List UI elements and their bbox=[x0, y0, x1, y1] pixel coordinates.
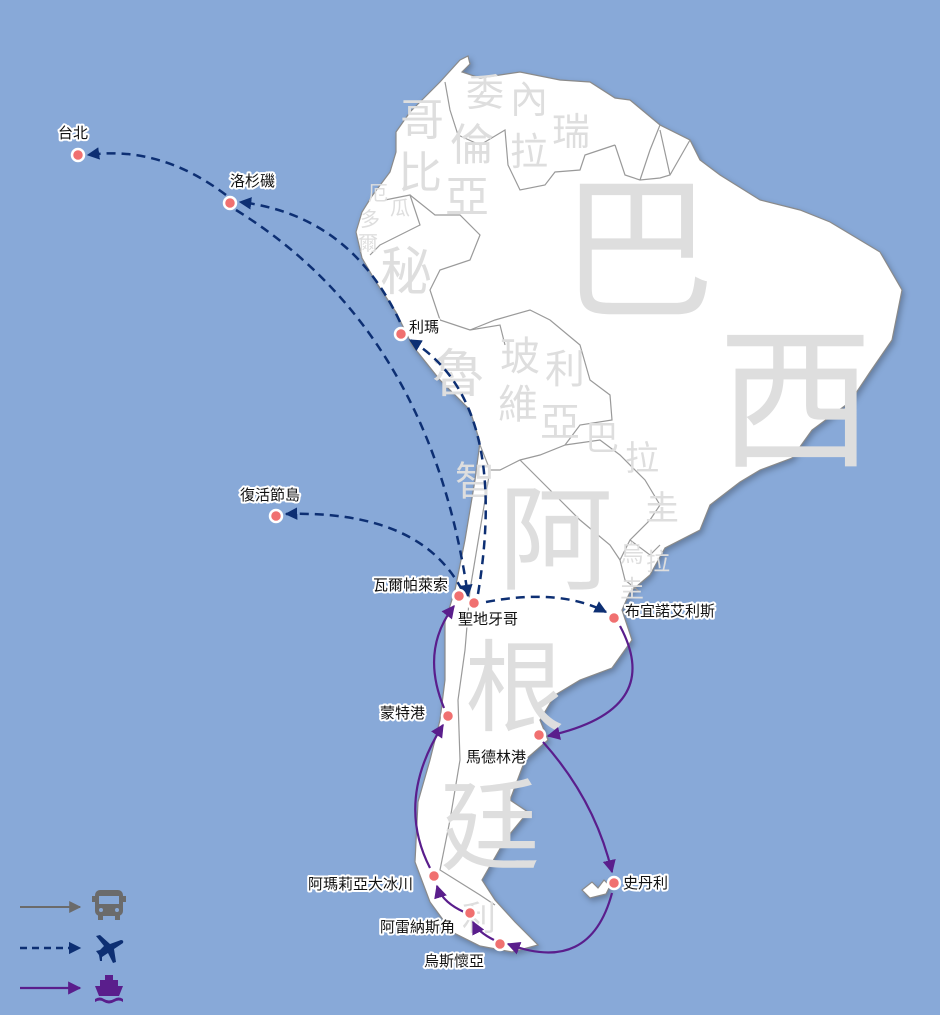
city-marker bbox=[606, 875, 622, 891]
route-ship-punta-arenas-glacier bbox=[434, 884, 465, 914]
city-ushuaia[interactable]: 烏斯懷亞 bbox=[422, 936, 508, 972]
city-label: 史丹利 bbox=[623, 874, 668, 892]
country-ecuador-char: 瓜 bbox=[390, 196, 410, 220]
flight-routes bbox=[86, 147, 608, 614]
route-ship-madryn-stanley bbox=[542, 741, 616, 874]
route-ship-montt-valparaiso bbox=[433, 604, 455, 709]
city-valparaiso[interactable]: 瓦爾帕萊索 bbox=[371, 574, 467, 604]
country-venezuela-char: 內 bbox=[510, 78, 548, 122]
country-uruguay-char: 烏 bbox=[620, 540, 644, 568]
route-ship-stanley-ushuaia bbox=[506, 892, 614, 955]
city-label: 復活節島 bbox=[240, 486, 300, 504]
city-label: 利瑪 bbox=[409, 318, 439, 336]
country-venezuela-char: 拉 bbox=[510, 130, 548, 174]
country-bolivia-char: 亞 bbox=[540, 400, 580, 446]
city-marker bbox=[462, 905, 478, 921]
city-santiago[interactable]: 聖地牙哥 bbox=[456, 595, 520, 630]
country-brazil-char: 西 bbox=[718, 311, 873, 492]
city-taipei[interactable]: 台北 bbox=[56, 122, 90, 163]
city-label: 布宜諾艾利斯 bbox=[625, 602, 715, 620]
country-argentina-char: 根 bbox=[465, 630, 565, 747]
city-marker bbox=[531, 727, 547, 743]
country-venezuela-char: 委 bbox=[466, 71, 504, 115]
country-argentina-char: 阿 bbox=[498, 474, 613, 608]
city-los-angeles[interactable]: 洛杉磯 bbox=[222, 170, 277, 211]
route-flight-santiago-buenos-aires bbox=[485, 595, 608, 614]
city-label: 瓦爾帕萊索 bbox=[373, 576, 448, 594]
city-label: 蒙特港 bbox=[380, 704, 425, 722]
route-ship-ushuaia-punta-arenas bbox=[472, 920, 495, 941]
city-label: 馬德林港 bbox=[466, 748, 526, 766]
route-flight-la-santiago bbox=[235, 208, 473, 598]
city-label: 洛杉磯 bbox=[230, 172, 275, 190]
country-ecuador-char: 多 bbox=[360, 207, 380, 231]
country-brazil-char: 巴 bbox=[560, 161, 715, 342]
country-colombia-char: 比 bbox=[398, 148, 442, 199]
city-marker bbox=[451, 588, 467, 604]
city-lima[interactable]: 利瑪 bbox=[393, 316, 441, 342]
country-paraguay-char: 拉 bbox=[625, 439, 659, 479]
country-ecuador-char: 爾 bbox=[358, 231, 378, 255]
country-borders bbox=[369, 81, 691, 906]
city-perito-moreno-glacier[interactable]: 阿瑪莉亞大冰川 bbox=[306, 868, 442, 895]
city-label: 阿雷納斯角 bbox=[380, 918, 455, 936]
city-marker bbox=[606, 610, 622, 626]
country-labels: 巴 西 阿 根 廷 哥 倫 比 亞 委 內 瑞 拉 厄 瓜 多 爾 秘 魯 玻 … bbox=[358, 71, 873, 939]
city-label: 台北 bbox=[58, 124, 88, 142]
city-stanley[interactable]: 史丹利 bbox=[606, 872, 670, 894]
country-colombia-char: 亞 bbox=[445, 172, 489, 223]
country-bolivia-char: 利 bbox=[545, 347, 585, 393]
route-flight-santiago-easter-island bbox=[284, 507, 464, 591]
city-marker bbox=[268, 508, 284, 524]
country-paraguay-char: 巴 bbox=[585, 419, 619, 459]
country-colombia-char: 哥 bbox=[400, 95, 444, 146]
cities: 台北 洛杉磯 利瑪 復活節島 瓦爾帕萊索 聖地牙哥 布宜諾艾利斯 蒙特港 馬德林… bbox=[56, 122, 717, 972]
legend bbox=[20, 890, 126, 1004]
route-ship-glacier-montt bbox=[414, 723, 444, 869]
country-bolivia-char: 維 bbox=[498, 382, 538, 428]
city-marker bbox=[222, 195, 238, 211]
city-marker bbox=[466, 595, 482, 611]
city-marker bbox=[70, 147, 86, 163]
country-peru-char: 秘 bbox=[380, 243, 432, 303]
route-flight-santiago-lima bbox=[408, 338, 487, 595]
city-label: 阿瑪莉亞大冰川 bbox=[308, 875, 413, 893]
south-america-landmass bbox=[355, 55, 903, 953]
city-buenos-aires[interactable]: 布宜諾艾利斯 bbox=[606, 600, 717, 626]
city-puerto-montt[interactable]: 蒙特港 bbox=[378, 702, 456, 724]
city-easter-island[interactable]: 復活節島 bbox=[238, 484, 302, 524]
city-label: 聖地牙哥 bbox=[458, 610, 518, 628]
ship-icon bbox=[95, 975, 123, 1004]
country-uruguay-char: 拉 bbox=[646, 548, 670, 576]
country-chile-char: 智 bbox=[455, 459, 495, 505]
ship-routes bbox=[414, 604, 634, 955]
city-label: 烏斯懷亞 bbox=[424, 952, 484, 970]
country-ecuador-char: 厄 bbox=[368, 181, 388, 205]
country-colombia-char: 倫 bbox=[450, 120, 494, 171]
city-punta-arenas[interactable]: 阿雷納斯角 bbox=[378, 905, 478, 938]
country-peru-char: 魯 bbox=[432, 345, 484, 405]
country-uruguay-char: 圭 bbox=[620, 575, 644, 603]
route-flight-lima-la bbox=[238, 197, 402, 323]
country-venezuela-char: 瑞 bbox=[552, 110, 590, 154]
city-marker bbox=[440, 708, 456, 724]
route-flight-la-taipei bbox=[86, 147, 227, 196]
city-marker bbox=[393, 326, 409, 342]
country-paraguay-char: 圭 bbox=[645, 489, 679, 529]
airplane-icon bbox=[96, 935, 124, 963]
city-marker bbox=[426, 868, 442, 884]
bus-icon bbox=[92, 890, 126, 920]
city-puerto-madryn[interactable]: 馬德林港 bbox=[464, 727, 547, 768]
city-marker bbox=[492, 936, 508, 952]
route-ship-buenos-aires-madryn bbox=[546, 625, 634, 740]
country-bolivia-char: 玻 bbox=[500, 334, 540, 380]
country-argentina-char: 廷 bbox=[440, 769, 540, 886]
